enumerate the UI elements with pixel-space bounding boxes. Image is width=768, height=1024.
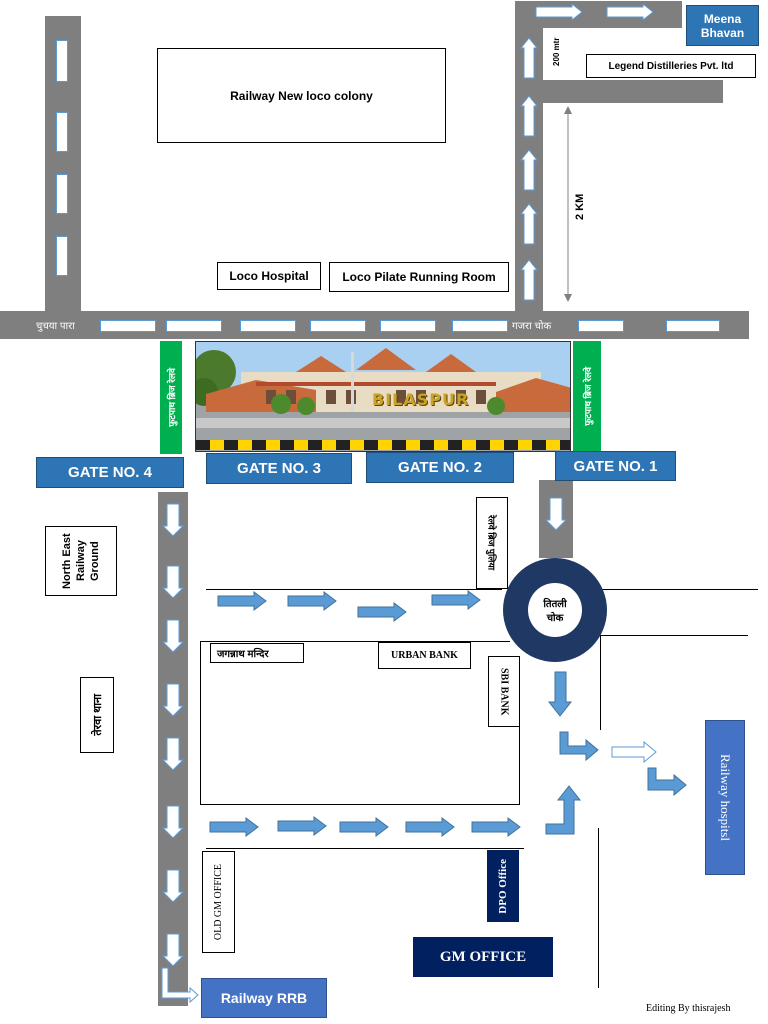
road-dash [578, 320, 624, 332]
loco-pilot-running-room: Loco Pilate Running Room [329, 262, 509, 292]
dpo-office: DPO Office [487, 850, 519, 922]
street-line [206, 589, 502, 590]
old-gm-office: OLD GM OFFICE [202, 851, 235, 953]
street-line [200, 641, 201, 805]
street-line [200, 804, 520, 805]
road-dash [56, 112, 68, 152]
road-dash [452, 320, 508, 332]
old-gm-office-label: OLD GM OFFICE [213, 863, 224, 941]
outline-arrow-right [611, 740, 657, 764]
road-dash [380, 320, 436, 332]
footbridge-right: फुटपाथ ब्रिज रेलवे [573, 341, 601, 451]
dpo-office-label: DPO Office [497, 858, 509, 914]
road-dash [56, 40, 68, 82]
footbridge-left-label: फुटपाथ ब्रिज रेलवे [166, 368, 177, 427]
station-name-sign: BILASPUR [372, 390, 470, 409]
blue-arrow-right [339, 817, 389, 837]
street-line [200, 641, 510, 642]
blue-arrow-right [217, 591, 267, 611]
railway-hospital: Railway hospitsl [705, 720, 745, 875]
road-dash [100, 320, 156, 332]
blue-arrow-right [471, 817, 521, 837]
footbridge-right-label: फुटपाथ ब्रिज रेलवे [582, 366, 593, 426]
street-line [598, 828, 599, 988]
blue-arrow-right [405, 817, 455, 837]
footbridge-left: फुटपाथ ब्रिज रेलवे [160, 341, 182, 454]
gate1-stub-road [539, 480, 573, 558]
railway-new-loco-colony: Railway New loco colony [157, 48, 446, 143]
gate-no-3: GATE NO. 3 [206, 453, 352, 484]
street-line [519, 660, 520, 805]
road-dash [166, 320, 222, 332]
railway-bridge-culvert-label: रेलवे ब्रिज पुलिया [486, 515, 497, 571]
blue-arrow-right [431, 590, 481, 610]
blue-arrow-down [547, 671, 573, 717]
road-dash [56, 236, 68, 276]
left-vertical-road-bottom [158, 492, 188, 1006]
gate-no-1: GATE NO. 1 [555, 451, 676, 481]
sbi-bank: SBI BANK [488, 656, 520, 727]
right-vertical-road-top [515, 40, 543, 312]
titli-chowk-roundabout: तितली चोक [503, 558, 607, 662]
legend-side-road [543, 80, 723, 103]
street-line [600, 636, 601, 730]
blue-arrow-turn-up [545, 785, 582, 835]
railway-bridge-culvert: रेलवे ब्रिज पुलिया [476, 497, 508, 589]
gajra-chowk-label: गजरा चोक [512, 321, 552, 332]
titli-chowk-center: तितली चोक [528, 583, 582, 637]
road-dash [56, 174, 68, 214]
distance-2-km: 2 KM [574, 193, 586, 220]
top-right-corner-road [515, 1, 543, 51]
distance-200-mtr: 200 mtr [552, 37, 561, 66]
gate-no-2: GATE NO. 2 [366, 452, 514, 483]
north-east-railway-ground: North East Railway Ground [45, 526, 117, 596]
road-dash [666, 320, 720, 332]
station-photo: BILASPUR [195, 341, 571, 452]
jagannath-mandir: जगन्नाथ मन्दिर [210, 643, 304, 663]
blue-arrow-right [277, 816, 327, 836]
street-line [602, 589, 758, 590]
street-line [600, 635, 748, 636]
gm-office: GM OFFICE [413, 937, 553, 977]
street-line [206, 848, 524, 849]
station-illustration [196, 342, 570, 451]
telipara-thana: तेरवा थाना [80, 677, 114, 753]
blue-arrow-right [357, 602, 407, 622]
urban-bank: URBAN BANK [378, 642, 471, 669]
blue-arrow-right [287, 591, 337, 611]
blue-arrow-turn [559, 731, 599, 762]
north-east-railway-ground-label: North East Railway Ground [61, 533, 101, 589]
railway-hospital-label: Railway hospitsl [718, 753, 733, 842]
legend-distilleries: Legend Distilleries Pvt. ltd [586, 54, 756, 78]
telipara-thana-label: तेरवा थाना [91, 694, 104, 736]
blue-arrow-right [209, 817, 259, 837]
loco-hospital: Loco Hospital [217, 262, 321, 290]
road-dash [310, 320, 366, 332]
blue-arrow-turn [647, 767, 687, 797]
road-dash [240, 320, 296, 332]
titli-chowk-label: तितली चोक [543, 599, 567, 624]
gate-no-4: GATE NO. 4 [36, 457, 184, 488]
railway-rrb: Railway RRB [201, 978, 327, 1018]
chuchuhiya-para-label: चुचया पारा [36, 321, 75, 332]
editor-credit: Editing By thisrajesh [646, 1003, 731, 1014]
sbi-bank-label: SBI BANK [498, 667, 510, 716]
meena-bhavan: Meena Bhavan [686, 5, 759, 46]
